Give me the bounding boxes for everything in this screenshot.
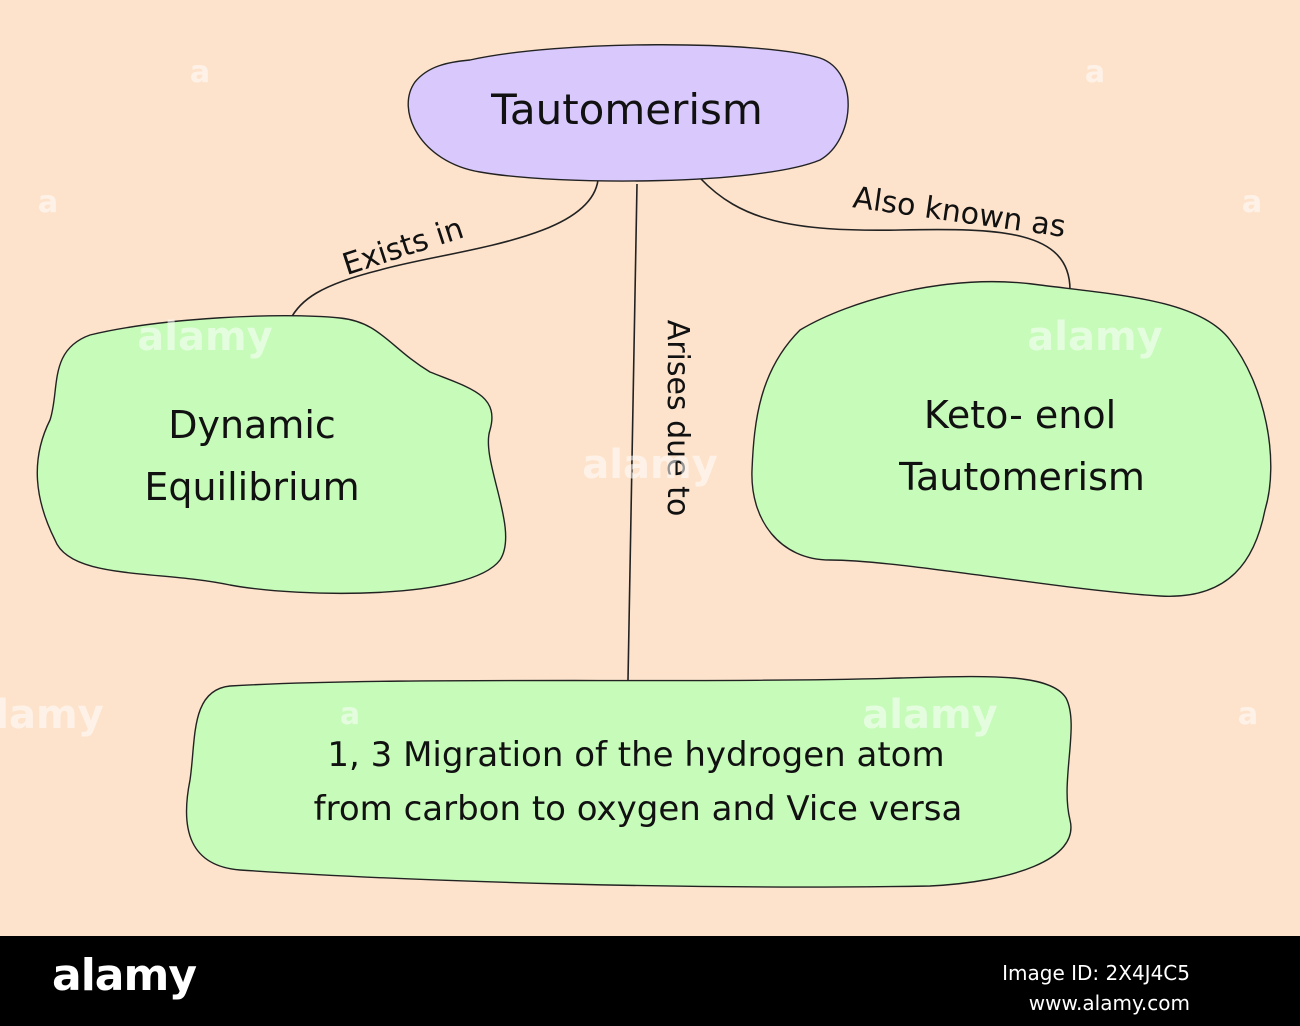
edge-line-right bbox=[699, 177, 1071, 291]
site-url[interactable]: www.alamy.com bbox=[1028, 991, 1190, 1015]
bottom-node-label-line2: from carbon to oxygen and Vice versa bbox=[314, 789, 963, 829]
watermark-letter: a bbox=[1085, 55, 1105, 90]
right-node-label-line1: Keto- enol bbox=[924, 393, 1116, 437]
watermark-text: alamy bbox=[582, 442, 717, 488]
left-node-label-line1: Dynamic bbox=[168, 403, 336, 447]
watermark-text: alamy bbox=[1027, 314, 1162, 360]
bottom-node-label-line1: 1, 3 Migration of the hydrogen atom bbox=[327, 735, 944, 775]
watermark-text: alamy bbox=[137, 314, 272, 360]
right-node-label-line2: Tautomerism bbox=[898, 455, 1145, 499]
edge-line-middle bbox=[627, 183, 638, 681]
watermark-text: alamy bbox=[862, 692, 997, 738]
watermark-text: alamy bbox=[0, 692, 104, 738]
footer-bar: alamy Image ID: 2X4J4C5 www.alamy.com bbox=[0, 936, 1300, 1026]
watermark-letter: a bbox=[190, 55, 210, 90]
watermark-letter: a bbox=[1238, 697, 1258, 732]
left-node[interactable] bbox=[36, 315, 507, 595]
bottom-node[interactable] bbox=[185, 675, 1072, 888]
alamy-logo[interactable]: alamy bbox=[52, 950, 197, 1001]
image-info: Image ID: 2X4J4C5 www.alamy.com bbox=[1002, 958, 1190, 1018]
watermark-letter: a bbox=[38, 185, 58, 220]
root-node[interactable] bbox=[407, 44, 849, 182]
right-node[interactable] bbox=[751, 281, 1272, 597]
root-node-label: Tautomerism bbox=[490, 85, 763, 134]
watermark-letter: a bbox=[340, 697, 360, 732]
watermark-letter: a bbox=[1242, 185, 1262, 220]
edge-label-middle: Arises due to bbox=[660, 320, 695, 517]
edge-line-left bbox=[289, 179, 599, 321]
concept-map: Tautomerism Dynamic Equilibrium Keto- en… bbox=[0, 0, 1300, 936]
left-node-label-line2: Equilibrium bbox=[144, 465, 359, 509]
image-id-text: Image ID: 2X4J4C5 bbox=[1002, 961, 1190, 985]
